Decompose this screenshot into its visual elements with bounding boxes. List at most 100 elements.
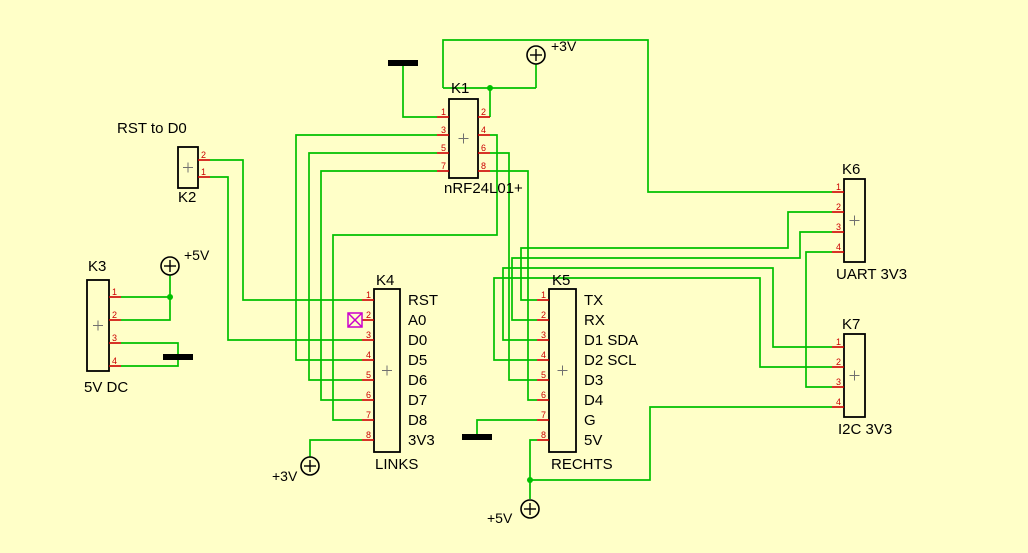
component-k3[interactable]: K3 5V DC 1 2 3 4 [84,258,128,396]
power-label: +5V [487,510,513,526]
wire-k6p4-k7p3[interactable] [805,251,832,388]
pin-number-k7-3: 3 [836,377,841,387]
component-value-k2: RST to D0 [117,120,187,137]
power-symbol-5v-icon[interactable] [160,256,180,276]
pin-number-k1-3: 3 [441,125,446,135]
wire-p5v1-k3[interactable] [121,275,171,321]
pin-number-k2-1: 1 [201,167,206,177]
component-k2[interactable]: K2 RST to D0 2 1 [117,120,210,206]
component-value-k1: nRF24L01+ [444,180,523,197]
pin-number-k4-7: 7 [366,410,371,420]
wire-k5tx-k6p2[interactable] [520,211,832,301]
pin-label-d1-sda: D1 SDA [584,332,638,349]
wire-k5rx-k6p3[interactable] [511,231,832,321]
component-body[interactable] [548,288,577,453]
component-body[interactable] [448,98,479,179]
pin-number-k3-2: 2 [112,310,117,320]
wire-k5scl-k7p2[interactable] [493,277,832,368]
pin-number-k4-5: 5 [366,370,371,380]
wire-p3v2-k4-3v3[interactable] [309,439,362,457]
wire-k2p2-k4rst[interactable] [210,159,362,301]
ground-symbol-icon[interactable] [163,354,193,360]
pin-number-k5-4: 4 [541,350,546,360]
pin-label-d0: D0 [408,332,427,349]
component-value-k3: 5V DC [84,379,128,396]
pin-number-k1-1: 1 [441,107,446,117]
wire-k1p7-k4d7[interactable] [320,170,437,401]
pin-label-d6: D6 [408,372,427,389]
component-value-k4: LINKS [375,456,418,473]
pin-number-k3-3: 3 [112,333,117,343]
ground-symbol-icon[interactable] [462,434,492,440]
wire-k1p4-k4d8[interactable] [332,134,498,421]
component-value-k5: RECHTS [551,456,613,473]
component-ref-k6: K6 [842,161,860,178]
pin-number-k5-5: 5 [541,370,546,380]
pin-number-k7-1: 1 [836,337,841,347]
pin-label-a0: A0 [408,312,426,329]
power-label: +3V [272,468,298,484]
component-value-k7: I2C 3V3 [838,421,892,438]
component-body[interactable] [86,279,110,372]
component-body[interactable] [843,178,866,263]
no-connect-icon[interactable] [347,312,363,328]
pin-label-d3: D3 [584,372,603,389]
power-symbol-5v-icon[interactable] [520,499,540,519]
wire-p5v2-k7p4[interactable] [530,406,832,481]
pin-number-k5-6: 6 [541,390,546,400]
pin-number-k4-6: 6 [366,390,371,400]
component-ref-k2: K2 [178,189,196,206]
pin-number-k4-2: 2 [366,310,371,320]
pin-number-k5-1: 1 [541,290,546,300]
pin-label-d4: D4 [584,392,603,409]
pin-label-rx: RX [584,312,605,329]
component-body[interactable] [373,288,401,453]
pin-number-k1-8: 8 [481,161,486,171]
pin-label-d8: D8 [408,412,427,429]
wire-k1p5-k4d6[interactable] [308,152,437,381]
pin-label-rst: RST [408,292,438,309]
pin-label-5v: 5V [584,432,602,449]
pin-number-k2-2: 2 [201,150,206,160]
wire-gnd3-k5g[interactable] [476,419,537,434]
component-ref-k1: K1 [451,80,469,97]
wire-k5sda-k7p1[interactable] [502,267,832,348]
wire-k1p6-k5d3[interactable] [490,152,537,381]
pin-number-k4-3: 3 [366,330,371,340]
wire-k1p3-k4d5[interactable] [295,134,437,361]
power-label: +5V [184,247,210,263]
pin-number-k5-2: 2 [541,310,546,320]
wire-k2p1-k4d0[interactable] [210,176,362,341]
wire-k1p8-k5d4[interactable] [490,170,537,401]
component-body[interactable] [177,146,199,189]
pin-number-k4-8: 8 [366,430,371,440]
pin-number-k3-1: 1 [112,287,117,297]
pin-number-k1-6: 6 [481,143,486,153]
ground-symbol-icon[interactable] [388,60,418,66]
pin-number-k4-4: 4 [366,350,371,360]
pin-label-d7: D7 [408,392,427,409]
wire-gnd1-k1p1[interactable] [402,66,437,118]
pin-number-k5-8: 8 [541,430,546,440]
pin-number-k6-4: 4 [836,242,841,252]
power-symbol-3v-icon[interactable] [526,45,546,65]
power-symbol-3v-icon[interactable] [300,456,320,476]
junction-dot [487,85,493,91]
pin-number-k1-7: 7 [441,161,446,171]
junction-dot [527,477,533,483]
pin-number-k3-4: 4 [112,356,117,366]
component-ref-k4: K4 [376,272,394,289]
junction-dot [167,294,173,300]
component-body[interactable] [843,333,866,418]
wire-p3v-k6p1[interactable] [442,39,832,193]
pin-number-k6-3: 3 [836,222,841,232]
component-ref-k3: K3 [88,258,106,275]
